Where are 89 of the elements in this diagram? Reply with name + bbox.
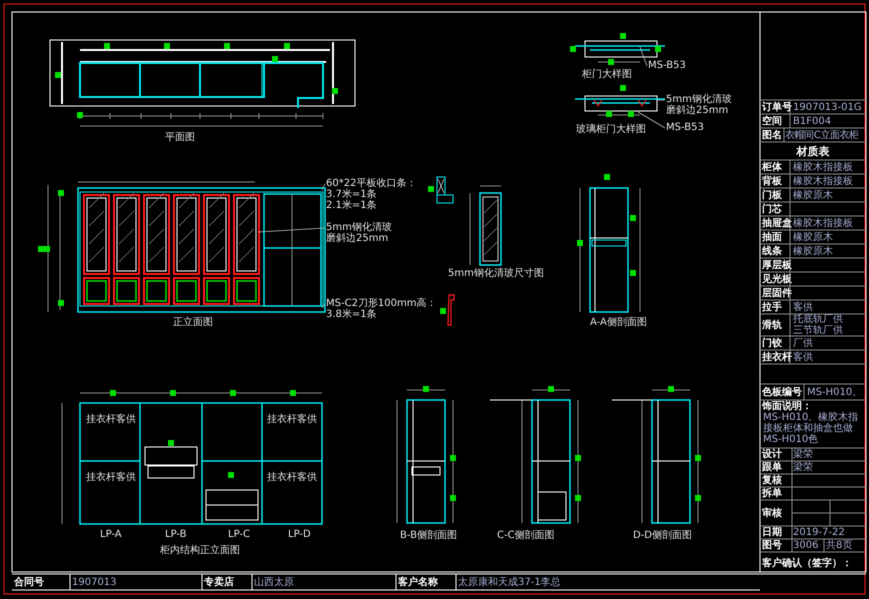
field-value: 客供 <box>793 352 813 362</box>
field-label: 图名 <box>762 130 782 140</box>
field-label: 背板 <box>762 176 782 186</box>
field-label: 合同号 <box>14 576 44 588</box>
note-text: 5mm钢化清玻 <box>666 94 732 105</box>
field-value: 共8页 <box>826 540 852 551</box>
leader-line <box>638 112 666 128</box>
note-text: MS-B53 <box>666 122 704 133</box>
field-label: 跟单 <box>762 462 782 473</box>
callout-text: 挂衣杆客供 <box>267 414 317 425</box>
field-label: 门板 <box>762 190 782 200</box>
field-label: 审核 <box>762 508 782 518</box>
field-label: 日期 <box>762 527 782 538</box>
field-label: 门铰 <box>762 338 782 348</box>
leader-line <box>322 304 326 308</box>
view-title: 正立面图 <box>173 317 213 328</box>
field-value: 橡胶原木 <box>793 232 833 242</box>
field-label: 拉手 <box>762 302 782 312</box>
field-label: 色板编号 <box>762 386 802 398</box>
view-title: 柜门大样图 <box>582 69 632 80</box>
field-value: 1907013-01G <box>793 102 862 112</box>
field-label: 见光板 <box>762 274 790 284</box>
view-title: C-C侧剖面图 <box>497 530 555 541</box>
callout-text: 挂衣杆客供 <box>86 472 136 483</box>
field-label: 专卖店 <box>204 576 234 588</box>
field-label: 空间 <box>762 116 782 126</box>
field-label: 复核 <box>762 475 782 486</box>
field-label: 设计 <box>762 449 782 460</box>
field-label: 饰面说明： <box>762 401 812 412</box>
field-value: 橡胶原木 <box>793 190 833 200</box>
field-label: 拆单 <box>762 488 782 499</box>
note-text: 5mm钢化清玻 <box>326 222 392 233</box>
view-title: D-D侧剖面图 <box>633 530 692 541</box>
field-label: 厚层板 <box>762 260 790 270</box>
leader-line <box>640 46 648 66</box>
field-value: 梁荣 <box>793 462 813 473</box>
view-title: 玻璃柜门大样图 <box>576 124 646 135</box>
field-label: 客户名称 <box>398 576 438 588</box>
field-label: 客户确认（签字）： <box>762 558 852 568</box>
field-label: 抽面 <box>762 232 782 242</box>
field-value: 客供 <box>793 302 813 312</box>
field-value: 三节轨厂供 <box>793 325 843 336</box>
view-title: 柜内结构正立面图 <box>160 545 240 556</box>
field-label: 层固件 <box>762 288 790 298</box>
field-value: 梁荣 <box>793 449 813 460</box>
note-text: 2.1米=1条 <box>326 200 378 211</box>
field-value: 衣帽间C立面衣柜 <box>785 130 859 140</box>
note-text: 3.7米=1条 <box>326 189 378 200</box>
view-title: A-A侧剖面图 <box>590 317 647 328</box>
field-value: 厂供 <box>793 338 813 348</box>
view-title: 5mm钢化清玻尺寸图 <box>448 268 544 279</box>
note-text: 磨斜边25mm <box>326 233 390 244</box>
field-value: MS-H010。 <box>807 386 862 398</box>
field-label: 门芯 <box>762 204 782 214</box>
section-mark: LP-C <box>228 529 250 540</box>
leader-line <box>258 228 326 232</box>
field-label: 材质表 <box>795 146 830 156</box>
field-label: 柜体 <box>762 162 782 172</box>
section-mark: LP-A <box>100 529 122 540</box>
field-value: 太原康和天成37-1李总 <box>458 576 561 588</box>
section-mark: LP-D <box>288 529 311 540</box>
field-value: 山西太原 <box>254 576 294 588</box>
field-value: 橡胶木指接板 <box>793 176 853 186</box>
view-title: 平面图 <box>165 132 195 143</box>
callout-text: 挂衣杆客供 <box>267 472 317 483</box>
field-label: 图号 <box>762 540 782 551</box>
field-value: 3006 <box>793 540 818 551</box>
field-label: 订单号 <box>762 102 790 112</box>
field-label: 挂衣杆 <box>762 352 790 362</box>
field-value: 托底轨厂供 <box>793 314 843 325</box>
note-text: MS-C2刀形100mm高： <box>326 298 436 309</box>
field-value: MS-H010。橡胶木指接板柜体和抽盒也做MS-H010色 <box>763 412 860 445</box>
field-label: 抽屉盒 <box>762 218 790 228</box>
field-label: 线条 <box>762 246 782 256</box>
callout-text: 挂衣杆客供 <box>86 414 136 425</box>
field-value: 橡胶木指接板 <box>793 162 853 172</box>
field-value: 2019-7-22 <box>793 527 845 538</box>
field-label: 滑轨 <box>762 320 782 330</box>
section-mark: LP-B <box>165 529 186 540</box>
leader-line <box>322 184 326 190</box>
view-title: B-B侧剖面图 <box>400 530 457 541</box>
field-value: 橡胶原木 <box>793 246 833 256</box>
field-value: B1F004 <box>793 116 832 126</box>
field-value: 1907013 <box>72 576 117 588</box>
note-text: 60*22平板收口条： <box>326 178 416 189</box>
note-text: 磨斜边25mm <box>666 105 730 116</box>
note-text: 3.8米=1条 <box>326 309 378 320</box>
note-text: MS-B53 <box>648 60 686 71</box>
field-value: 橡胶木指接板 <box>793 218 853 228</box>
